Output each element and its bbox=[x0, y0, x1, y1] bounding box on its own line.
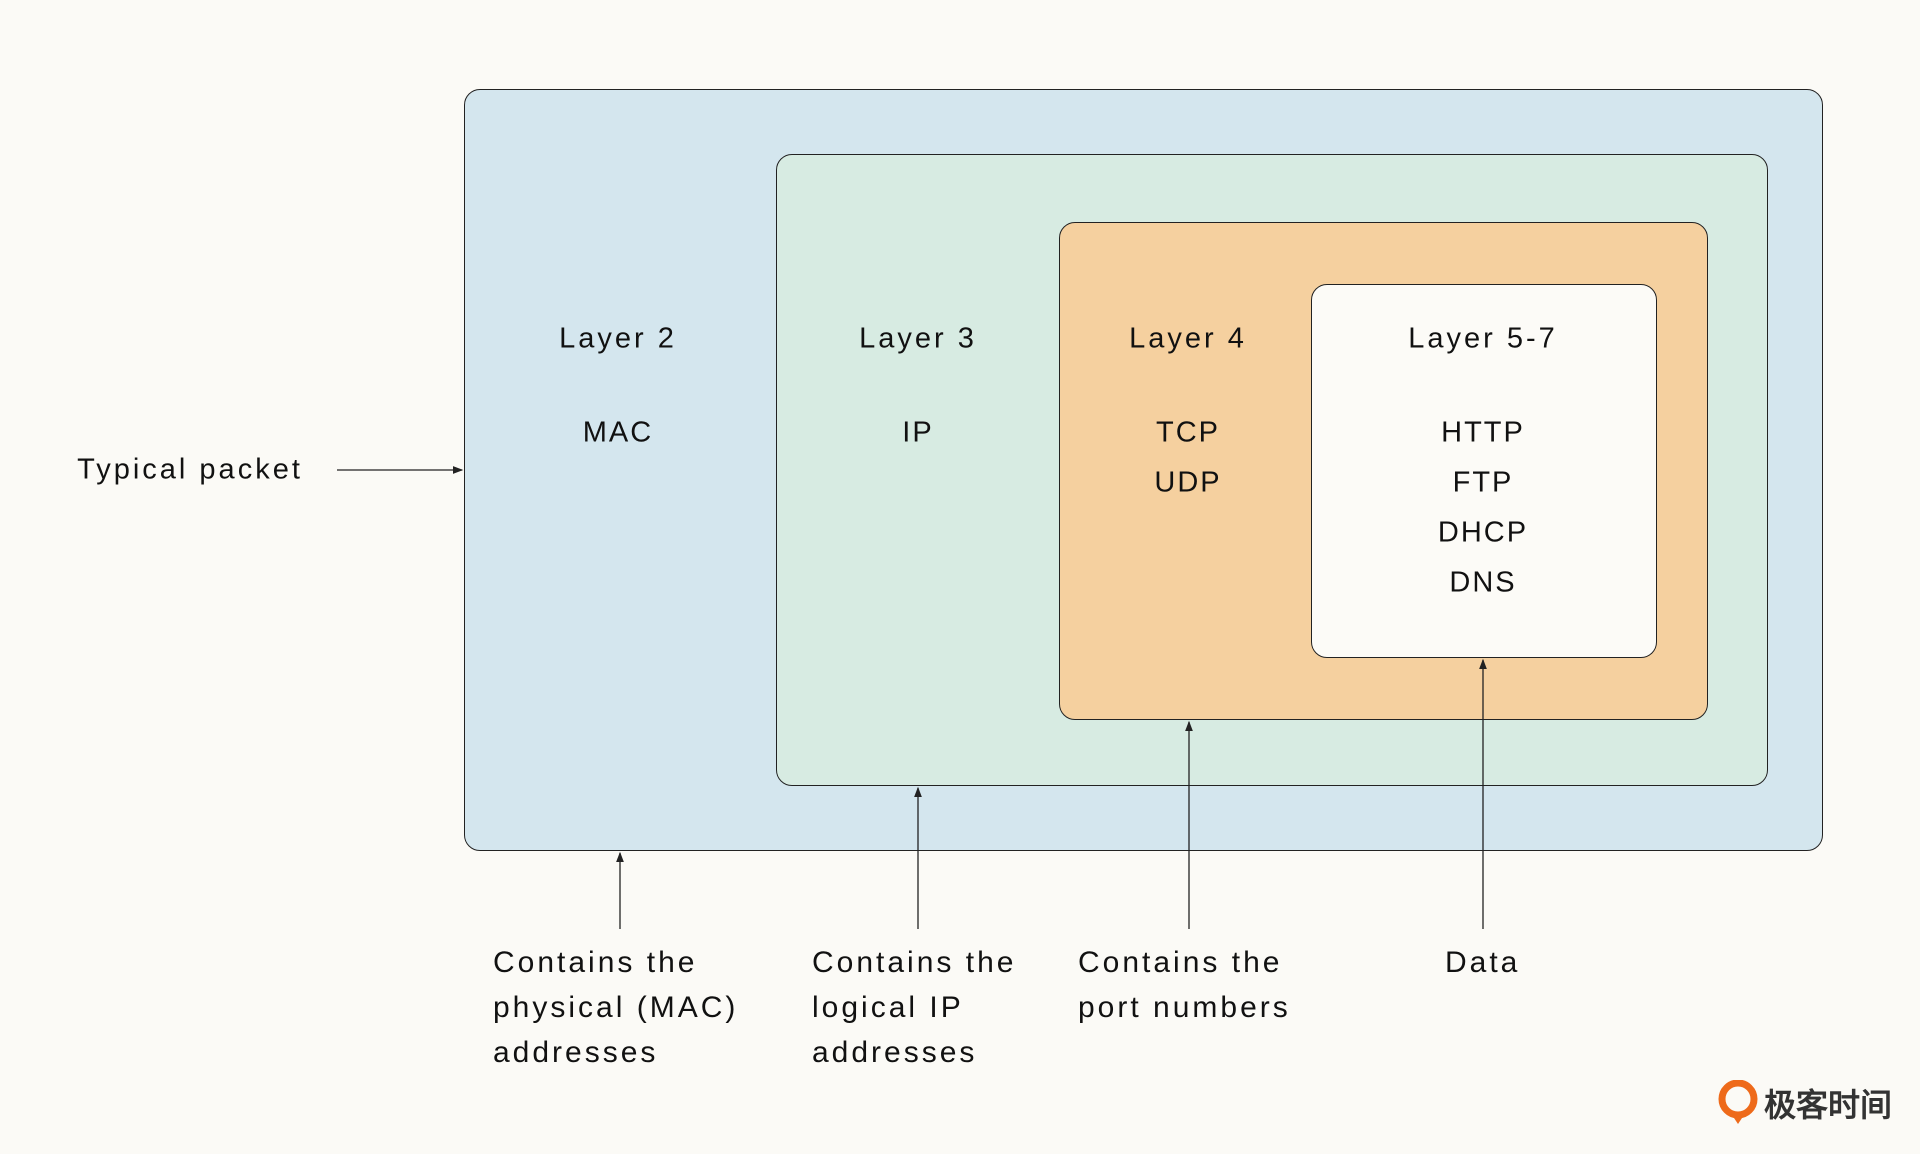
note-line: Contains the bbox=[1078, 946, 1283, 979]
layer-2-note: Contains the physical (MAC) addresses bbox=[493, 940, 738, 1075]
layer-4-note: Contains the port numbers bbox=[1078, 940, 1291, 1030]
layer-2-title: Layer 2 bbox=[559, 322, 677, 355]
note-line: addresses bbox=[493, 1036, 659, 1069]
geektime-logo-icon bbox=[1718, 1080, 1758, 1124]
protocol-udp: UDP bbox=[1154, 466, 1222, 499]
layer-5-7-title: Layer 5-7 bbox=[1408, 322, 1558, 355]
note-line: Contains the bbox=[493, 946, 698, 979]
protocol-ftp: FTP bbox=[1452, 466, 1514, 499]
layer-3-title: Layer 3 bbox=[859, 322, 977, 355]
note-line: Contains the bbox=[812, 946, 1017, 979]
note-line: physical (MAC) bbox=[493, 991, 739, 1024]
note-line: Data bbox=[1445, 946, 1521, 979]
protocol-dhcp: DHCP bbox=[1437, 516, 1529, 549]
layer-3-note: Contains the logical IP addresses bbox=[812, 940, 1016, 1075]
layer-5-7-note: Data bbox=[1445, 940, 1520, 985]
layer-5-7-box bbox=[1311, 284, 1657, 658]
protocol-mac: MAC bbox=[582, 416, 654, 449]
protocol-tcp: TCP bbox=[1156, 416, 1220, 449]
logo-text: 极客时间 bbox=[1764, 1087, 1893, 1123]
geektime-logo: 极客时间 bbox=[1718, 1080, 1892, 1126]
protocol-ip: IP bbox=[902, 416, 934, 449]
typical-packet-label: Typical packet bbox=[77, 453, 303, 486]
note-line: logical IP bbox=[812, 991, 964, 1024]
layer-4-title: Layer 4 bbox=[1129, 322, 1247, 355]
protocol-http: HTTP bbox=[1441, 416, 1525, 449]
note-line: port numbers bbox=[1078, 991, 1291, 1024]
protocol-dns: DNS bbox=[1449, 566, 1517, 599]
note-line: addresses bbox=[812, 1036, 978, 1069]
